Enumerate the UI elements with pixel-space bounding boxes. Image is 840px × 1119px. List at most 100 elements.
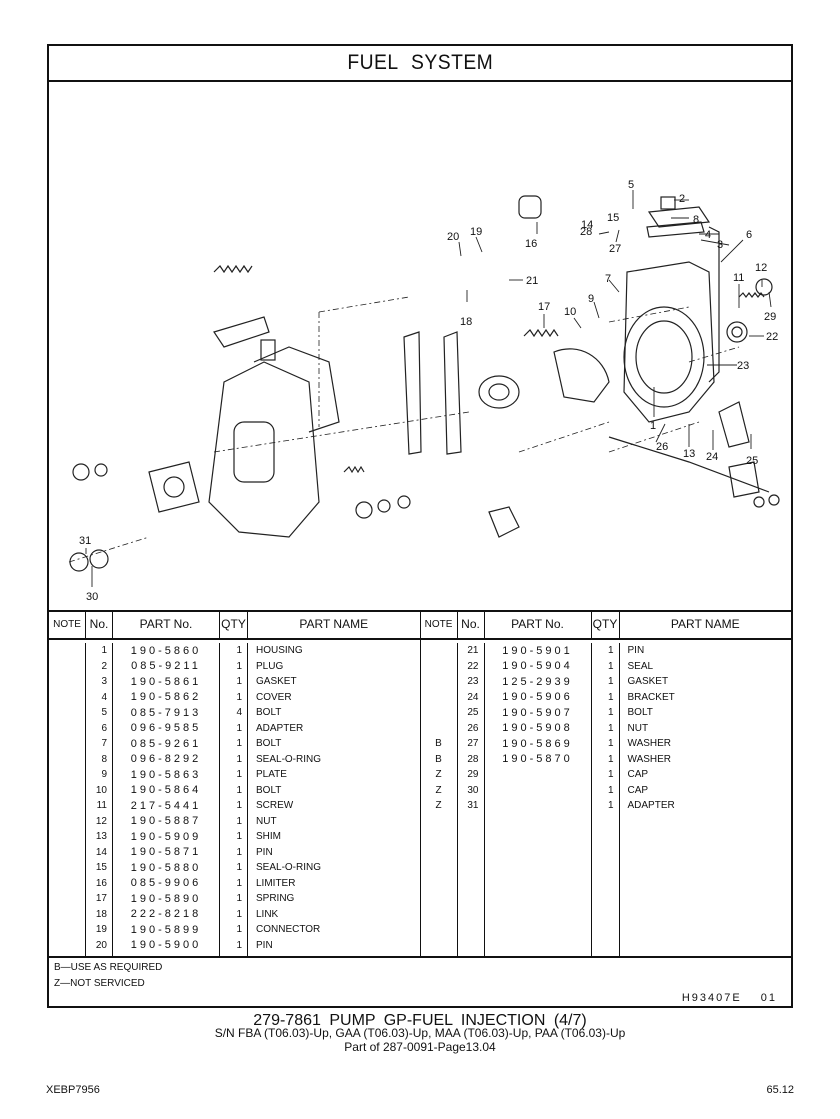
row-part-number: 190-5899 [113, 922, 220, 938]
illustration-reference: H93407E 01 [668, 992, 777, 1004]
row-part-number: 190-5863 [113, 767, 220, 783]
row-note [49, 658, 86, 674]
callout-29: 29 [764, 311, 776, 323]
row-quantity: 1 [220, 767, 248, 783]
callout-3: 3 [717, 239, 723, 251]
header-qty: QTY [592, 610, 620, 638]
row-item-number: 6 [86, 720, 113, 736]
row-part-name: HOUSING [256, 645, 303, 657]
row-part-number: 190-5900 [113, 937, 220, 953]
callout-20: 20 [447, 231, 459, 243]
callout-4: 4 [705, 229, 711, 241]
row-part-number: 190-5871 [113, 844, 220, 860]
row-quantity: 1 [220, 658, 248, 674]
cover-part [647, 206, 711, 228]
row-item-number: 17 [86, 891, 113, 907]
row-part-name: GASKET [256, 676, 297, 688]
callout-28: 28 [580, 226, 592, 238]
row-item-number: 24 [458, 689, 485, 705]
row-part-number: 190-5887 [113, 813, 220, 829]
header-part-no: PART No. [485, 610, 592, 638]
row-part-number: 085-7913 [113, 705, 220, 721]
row-part-name: SCREW [256, 800, 294, 812]
row-quantity: 1 [220, 813, 248, 829]
callout-10: 10 [564, 306, 576, 318]
row-quantity: 1 [220, 720, 248, 736]
row-part-name: LIMITER [256, 877, 296, 889]
callout-6: 6 [746, 229, 752, 241]
row-part-name: PLUG [256, 660, 284, 672]
row-note: Z [421, 798, 458, 814]
row-note: B [421, 736, 458, 752]
row-note [49, 937, 86, 953]
row-quantity: 1 [220, 782, 248, 798]
row-note [421, 643, 458, 659]
callout-31: 31 [79, 535, 91, 547]
row-item-number: 28 [458, 751, 485, 767]
row-note [421, 720, 458, 736]
row-note [49, 736, 86, 752]
table-header: NOTE No. PART No. QTY PART NAME [420, 610, 791, 640]
row-quantity: 1 [592, 705, 620, 721]
row-note [421, 674, 458, 690]
row-part-number: 125-2939 [485, 674, 592, 690]
row-part-number: 085-9261 [113, 736, 220, 752]
row-item-number: 26 [458, 720, 485, 736]
callout-8: 8 [693, 214, 699, 226]
row-item-number: 4 [86, 689, 113, 705]
row-item-number: 14 [86, 844, 113, 860]
row-part-number [485, 782, 592, 798]
callout-21: 21 [526, 275, 538, 287]
callout-19: 19 [470, 226, 482, 238]
row-note [49, 767, 86, 783]
row-part-name: NUT [627, 722, 649, 734]
header-qty: QTY [220, 610, 248, 638]
row-part-name: BRACKET [627, 691, 675, 703]
row-quantity: 1 [220, 674, 248, 690]
callout-9: 9 [588, 293, 594, 305]
row-quantity: 1 [592, 798, 620, 814]
callout-22: 22 [766, 331, 778, 343]
row-part-name: BOLT [627, 707, 653, 719]
row-quantity: 1 [592, 751, 620, 767]
row-quantity: 1 [220, 689, 248, 705]
callout-16: 16 [525, 238, 537, 250]
row-quantity: 4 [220, 705, 248, 721]
row-part-number: 085-9211 [113, 658, 220, 674]
callout-23: 23 [737, 360, 749, 372]
table-filler [49, 953, 420, 958]
row-part-name: BOLT [256, 738, 282, 750]
row-quantity: 1 [592, 720, 620, 736]
row-item-number: 19 [86, 922, 113, 938]
callout-15: 15 [607, 212, 619, 224]
row-quantity: 1 [220, 829, 248, 845]
row-part-number: 222-8218 [113, 906, 220, 922]
row-part-name: SHIM [256, 831, 281, 843]
row-part-name: SEAL-O-RING [256, 753, 322, 765]
row-note [49, 875, 86, 891]
row-quantity: 1 [220, 736, 248, 752]
row-quantity: 1 [220, 875, 248, 891]
row-part-number: 190-5908 [485, 720, 592, 736]
row-item-number: 10 [86, 782, 113, 798]
row-item-number: 20 [86, 937, 113, 953]
row-part-name: SEAL-O-RING [256, 862, 322, 874]
row-part-number: 190-5904 [485, 658, 592, 674]
row-part-name: ADAPTER [256, 722, 304, 734]
row-part-name: LINK [256, 908, 279, 920]
callout-11: 11 [733, 272, 744, 284]
row-part-name: CAP [627, 769, 649, 781]
empty-cell [49, 953, 86, 958]
